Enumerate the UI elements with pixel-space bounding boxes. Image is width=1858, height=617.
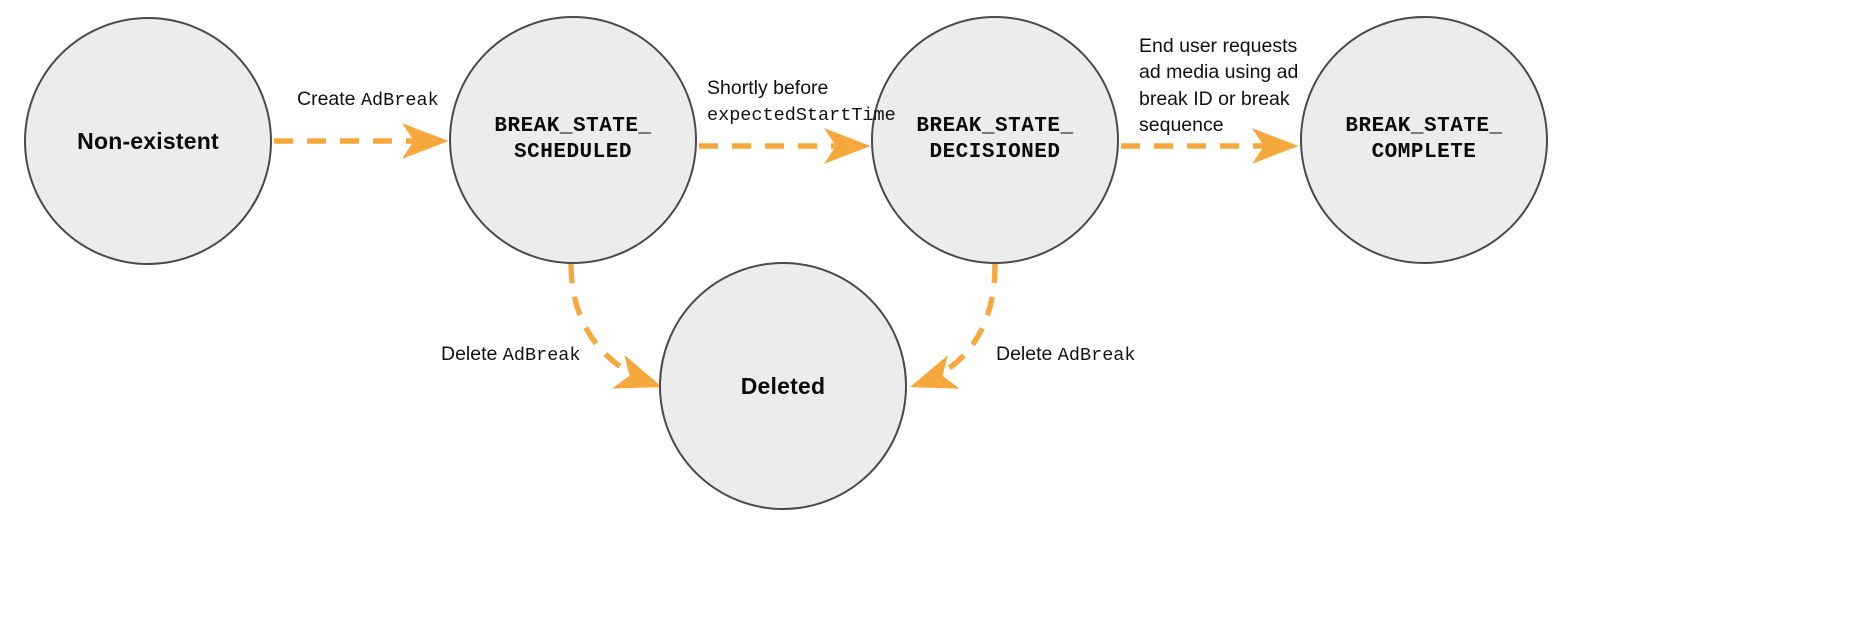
node-label-break-state-decisioned: BREAK_STATE_ DECISIONED — [916, 114, 1074, 164]
edge-label-delete-right-code: AdBreak — [1057, 345, 1136, 366]
edge-label-end-user-line3: break ID or break — [1139, 87, 1290, 110]
node-break-state-complete[interactable]: BREAK_STATE_ COMPLETE — [1300, 16, 1548, 264]
node-label-break-state-complete: BREAK_STATE_ COMPLETE — [1345, 114, 1503, 164]
edge-label-delete-from-decisioned: Delete AdBreak — [996, 341, 1136, 369]
edge-label-delete-left-prefix: Delete — [441, 343, 503, 365]
edge-label-end-user-line4: sequence — [1139, 113, 1224, 136]
edge-label-create-adbreak: Create AdBreak — [297, 86, 439, 114]
node-label-non-existent: Non-existent — [77, 127, 219, 154]
edge-delete-from-scheduled — [568, 263, 663, 389]
edge-label-create-prefix: Create — [297, 88, 361, 110]
node-break-state-decisioned[interactable]: BREAK_STATE_ DECISIONED — [871, 16, 1119, 264]
node-non-existent[interactable]: Non-existent — [24, 17, 272, 265]
node-label-deleted: Deleted — [740, 372, 826, 399]
edge-label-shortly-before: Shortly before expectedStartTime — [707, 75, 896, 129]
edge-label-delete-left-code: AdBreak — [502, 345, 581, 366]
edge-label-end-user-requests: End user requests ad media using ad brea… — [1139, 33, 1298, 138]
edge-label-delete-right-prefix: Delete — [996, 343, 1058, 365]
edge-label-create-code: AdBreak — [360, 90, 439, 111]
edge-label-end-user-line1: End user requests — [1139, 35, 1298, 57]
node-deleted[interactable]: Deleted — [659, 262, 907, 510]
node-break-state-scheduled[interactable]: BREAK_STATE_ SCHEDULED — [449, 16, 697, 264]
edge-label-shortly-line2: expectedStartTime — [707, 105, 896, 127]
edge-label-shortly-line1: Shortly before — [707, 77, 829, 99]
node-label-break-state-scheduled: BREAK_STATE_ SCHEDULED — [494, 114, 652, 164]
edge-label-delete-from-scheduled: Delete AdBreak — [441, 341, 581, 369]
edge-delete-from-decisioned — [909, 263, 998, 389]
edge-label-end-user-line2: ad media using ad — [1139, 61, 1299, 84]
